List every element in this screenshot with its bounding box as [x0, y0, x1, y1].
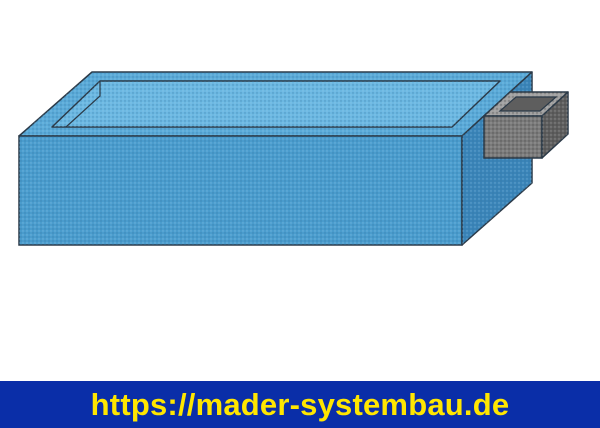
- footer-banner: https://mader-systembau.de: [0, 381, 600, 428]
- outlet-box: [483, 91, 569, 159]
- basin-illustration: [18, 71, 569, 246]
- basin-front-face: [18, 135, 463, 246]
- website-url[interactable]: https://mader-systembau.de: [90, 387, 510, 422]
- basin-inner-opening: [51, 80, 501, 128]
